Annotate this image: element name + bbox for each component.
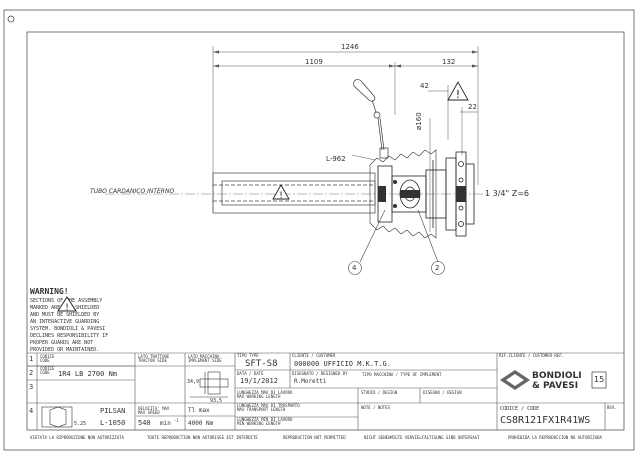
max-speed-value: 540 (138, 419, 151, 427)
dim-diameter: ø160 (415, 112, 423, 130)
dim-chain-length: L-962 (326, 155, 346, 163)
row-4-num: 4 (29, 407, 34, 415)
outer-border (3, 9, 635, 451)
type-label: TIPO TYPE (237, 353, 259, 358)
designer-value: R.Moretti (294, 378, 327, 385)
date-value: 19/1/2012 (240, 377, 278, 385)
cross-journal-icon (190, 371, 229, 398)
customer-value: 000000 UFFICIO M.K.T.G. (294, 360, 391, 368)
logo-line-1: BONDIOLI (532, 371, 582, 381)
max-speed-unit: min (160, 420, 171, 427)
max-working-length-label: LUNGHEZZA MAX DI LAVORO MAX WORKING LENG… (237, 390, 293, 399)
torque-label: Tl max (188, 407, 210, 414)
tractor-side-label: LATO TRATTORE TRACTOR SIDE (138, 354, 170, 363)
code-label: CODICE / CODE (500, 406, 540, 412)
row-3-num: 3 (29, 383, 34, 391)
svg-text:!: ! (65, 303, 69, 312)
footer-english: REPRODUCTION NOT PERMITTED (283, 435, 346, 440)
footer-italian: VIETATA LA RIPRODUZIONE NON AUTORIZZATA (30, 435, 124, 440)
implement-type-label: TIPO MACCHINA / TYPE OF IMPLEMENT (362, 372, 442, 377)
max-transport-length-label: LUNGHEZZA MAX DI TRASPORTO MAX TRANSPORT… (237, 403, 300, 412)
warning-line: DECLINES RESPONSIBILITY IF (30, 333, 109, 339)
code-value: CS8R121FX1R41WS (500, 415, 591, 426)
dim-retracted-length: 1109 (305, 58, 323, 66)
title-block-grid (27, 352, 624, 430)
footer-german: NICHT GENEHMIGTE VERVIELFÄLTIGUNG SIND U… (364, 435, 480, 440)
warning-line: SYSTEM. BONDIOLI & PAVESI (30, 326, 106, 332)
customer-label: CLIENTE / CUSTOMER (292, 353, 336, 358)
safety-chain (353, 79, 389, 159)
dimension-arrows (213, 50, 478, 68)
date-label: DATA / DATE (237, 371, 264, 376)
row-2-label: CODICE CODE (40, 366, 55, 375)
footer-spanish: PROHIBIDA LA REPRODUCCION NO AUTORIZADA (508, 435, 602, 440)
svg-text:!: ! (279, 191, 283, 201)
callout-2: 2 (435, 264, 440, 272)
row-4-dim: 5.25 (74, 421, 87, 427)
bondioli-pavesi-logo (500, 370, 607, 390)
study-label: STUDIO / DESIGN (361, 390, 398, 395)
customer-ref-label: RIF.CLIENTE / CUSTOMER REF. (499, 353, 565, 358)
cross-dim-a: 34,9 (187, 379, 200, 385)
row-2-value: 1R4 LB 2700 Nm (58, 370, 118, 378)
svg-text:!: ! (456, 88, 460, 101)
implement-side-label: LATO MACCHINA IMPLEMENT SIDE (188, 354, 222, 363)
min-working-length-label: LUNGHEZZA MIN DI LAVORO MIN WORKING LENG… (237, 417, 293, 426)
cross-dim-b: 93,5 (210, 398, 223, 404)
dimension-lines (212, 46, 479, 232)
row-1-num: 1 (29, 355, 34, 363)
row-2-num: 2 (29, 369, 34, 377)
notes-label: NOTE / NOTES (361, 405, 390, 410)
row-4-pilsan: PILSAN (100, 407, 126, 415)
designer-label: DISEGNATO / DESIGNED BY (292, 371, 348, 376)
design-label: DISEGNO / DESIGN (423, 390, 462, 395)
punch-hole-icon (7, 15, 15, 23)
warning-line: PROVIDED OR MAINTAINED. (30, 347, 100, 353)
warning-line: AND MUST BE SHIELDED BY (30, 312, 100, 318)
max-speed-label: VELOCITA' MAX MAX SPEED (138, 406, 170, 415)
max-speed-exponent: -1 (174, 418, 179, 423)
yoke-details (378, 180, 466, 208)
warning-title: WARNING! (30, 287, 69, 296)
dim-offset-42: 42 (420, 82, 429, 90)
dim-offset-22: 22 (468, 103, 477, 111)
callout-4: 4 (352, 264, 357, 272)
dim-shield-length: 132 (442, 58, 456, 66)
row-4-length: L-1050 (100, 419, 126, 427)
warning-inline-triangle-icon: ! (57, 296, 77, 312)
warning-triangle-icons: ! ! (272, 81, 469, 201)
type-value: SFT-S8 (245, 359, 278, 369)
yoke-spec: 1 3/4" Z=6 (485, 189, 530, 198)
inner-border (26, 31, 625, 431)
dim-overall-length: 1246 (341, 43, 359, 51)
tube-label: TUBO CARDANICO INTERNO (90, 188, 175, 195)
row-1-label: CODICE CODE (40, 354, 55, 363)
callout-leaders (348, 209, 445, 275)
warning-line: AN INTERACTIVE GUARDING (30, 319, 100, 325)
yoke-profile-icon (41, 406, 73, 428)
revision-label: REV. (607, 405, 617, 410)
shield-cone-left (369, 149, 437, 239)
logo-line-2: & PAVESI (532, 381, 579, 391)
footer-french: TOUTE REPRODUCTION NON AUTORISEE EST INT… (147, 435, 258, 440)
driveshaft-tubes (212, 172, 376, 214)
logo-mark: 15 (594, 375, 605, 384)
torque-value: 4000 Nm (188, 420, 214, 427)
warning-line: PROPER GUARDS ARE NOT (30, 340, 94, 346)
